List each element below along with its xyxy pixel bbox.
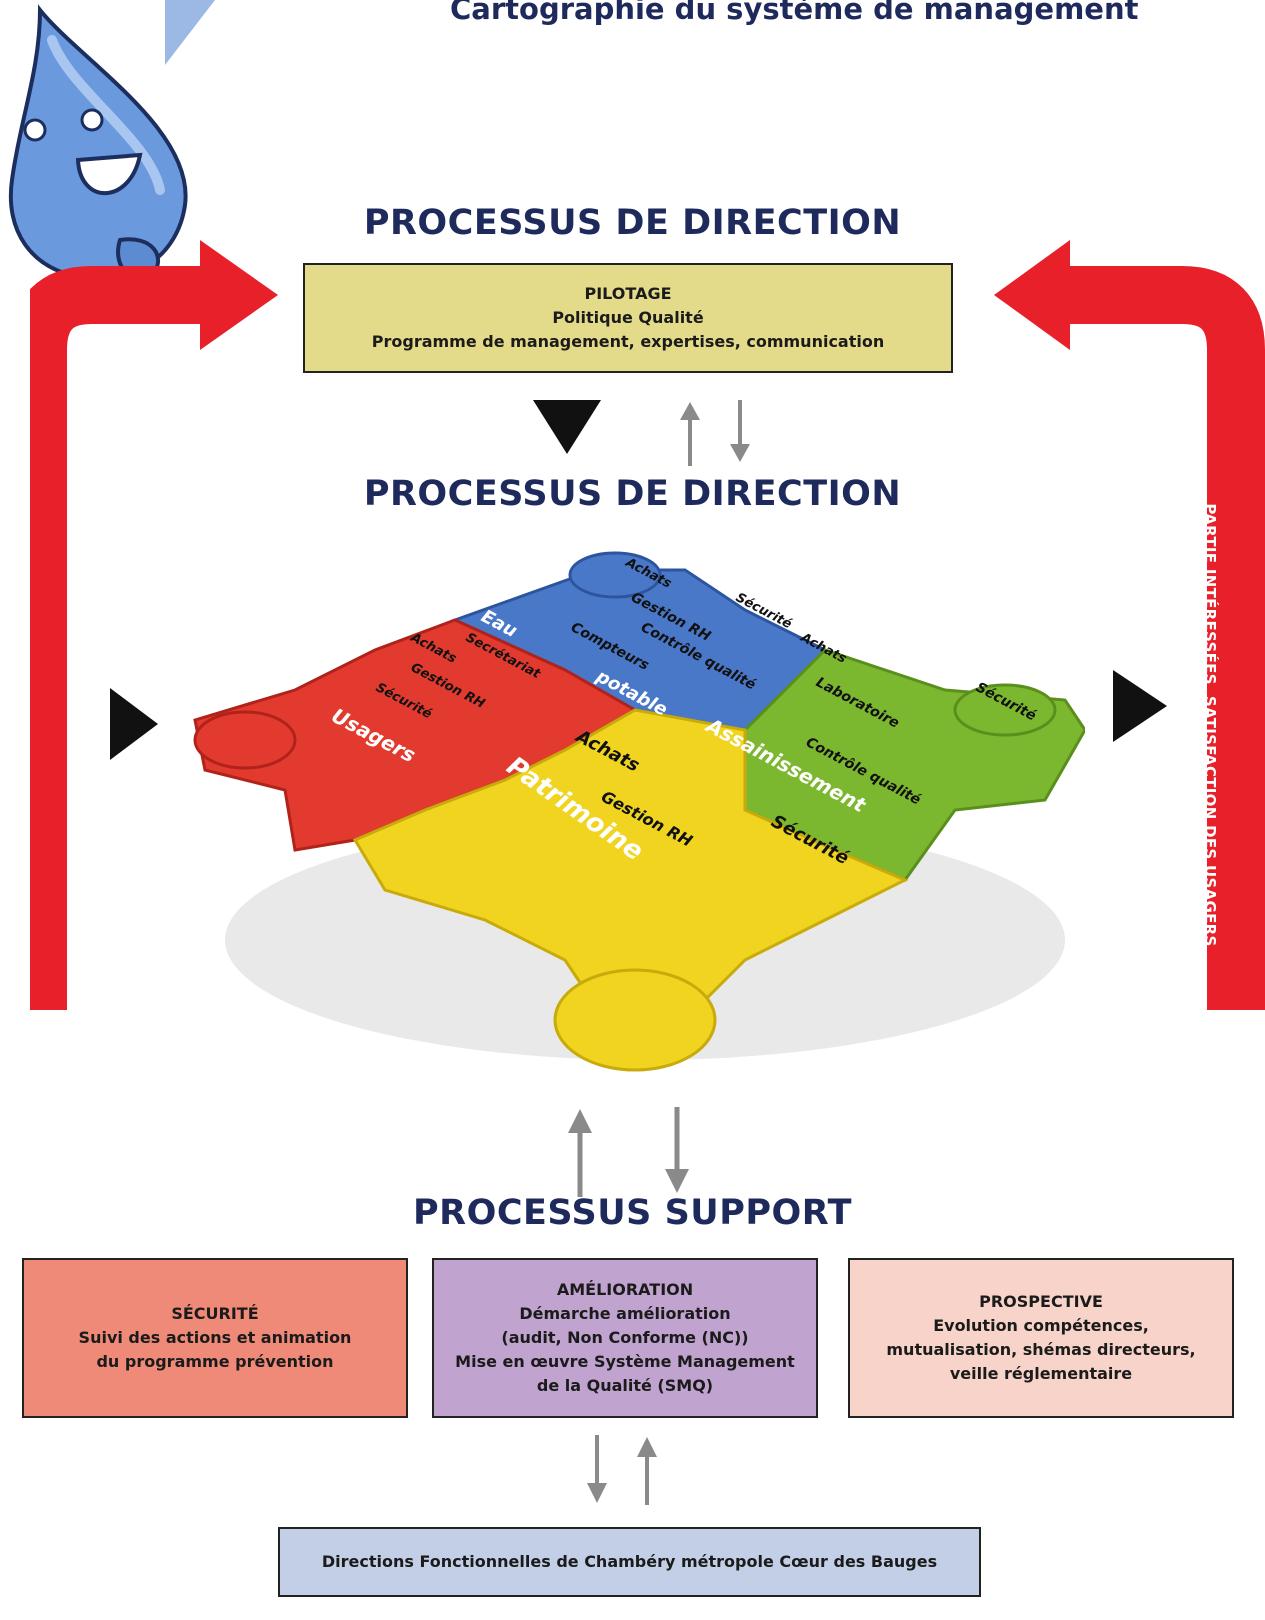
- pilotage-box: PILOTAGE Politique Qualité Programme de …: [303, 263, 953, 373]
- support-box-prospective: PROSPECTIVE Evolution compétences, mutua…: [848, 1258, 1234, 1418]
- triangle-right-right-icon: [1113, 670, 1167, 742]
- right-red-arrow-icon: [994, 240, 1265, 1010]
- up-down-arrows-top-icon: [680, 400, 750, 466]
- center-heading: PROCESSUS DE DIRECTION: [363, 474, 902, 514]
- page-title: Cartographie du système de management: [450, 0, 1139, 26]
- side-label-right: PARTIE INTÉRESSÉES SATISFACTION DES USAG…: [1201, 503, 1219, 947]
- puzzle-piece-yellow: [352, 708, 909, 1042]
- left-red-arrow-icon: [30, 240, 278, 1010]
- footer-box: Directions Fonctionnelles de Chambéry mé…: [278, 1527, 981, 1597]
- pilotage-title: PILOTAGE: [584, 284, 672, 303]
- direction-heading: PROCESSUS DE DIRECTION: [363, 203, 902, 243]
- support-box-securite: SÉCURITÉ Suivi des actions et animation …: [22, 1258, 408, 1418]
- support-box-amelioration: AMÉLIORATION Démarche amélioration (audi…: [432, 1258, 818, 1418]
- support-heading: PROCESSUS SUPPORT: [412, 1193, 853, 1233]
- triangle-right-left-icon: [110, 688, 158, 760]
- water-drop-mascot-icon: [8, 0, 215, 283]
- triangle-down-icon: [533, 400, 601, 454]
- pilotage-line1: Politique Qualité: [552, 308, 704, 327]
- pilotage-line2: Programme de management, expertises, com…: [371, 332, 885, 351]
- puzzle-diagram: Eau potable Achats Gestion RH Contrôle q…: [193, 551, 1085, 1072]
- up-down-arrows-middle-icon: [568, 1107, 689, 1197]
- up-down-arrows-bottom-icon: [587, 1435, 657, 1505]
